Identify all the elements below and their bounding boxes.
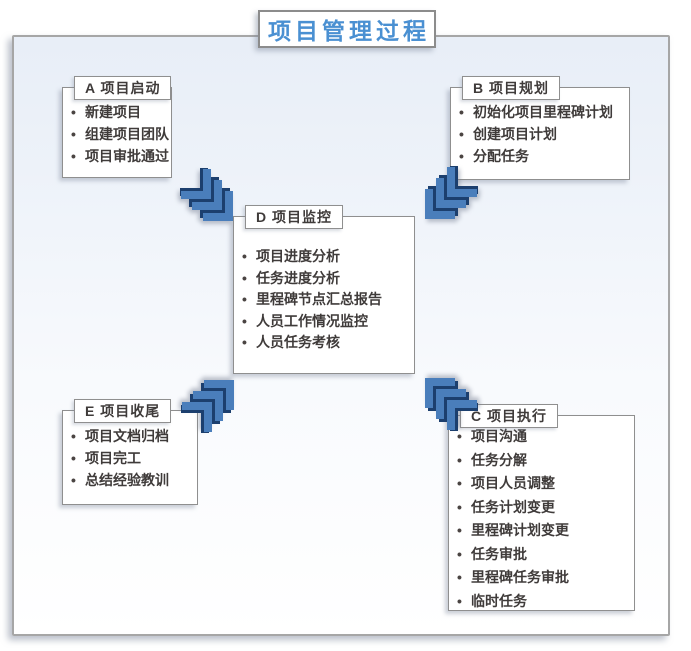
box-project-initiation: A 项目启动 新建项目组建项目团队项目审批通过 <box>62 76 172 178</box>
list-item: 任务审批 <box>457 543 630 567</box>
list-item: 分配任务 <box>459 145 625 167</box>
list-item: 组建项目团队 <box>71 123 169 145</box>
box-header-initiation: A 项目启动 <box>74 76 172 100</box>
chevron-arrow-a-to-d-icon <box>180 168 240 228</box>
list-item: 里程碑计划变更 <box>457 519 630 543</box>
list-item: 项目沟通 <box>457 425 630 449</box>
chevron-arrow-c-to-d-icon <box>418 371 478 431</box>
box-item-list-planning: 初始化项目里程碑计划创建项目计划分配任务 <box>451 88 629 167</box>
list-item: 项目人员调整 <box>457 472 630 496</box>
list-item: 临时任务 <box>457 590 630 614</box>
box-project-execution: C 项目执行 项目沟通任务分解项目人员调整任务计划变更里程碑计划变更任务审批里程… <box>448 404 635 613</box>
list-item: 任务分解 <box>457 449 630 473</box>
box-item-list-execution: 项目沟通任务分解项目人员调整任务计划变更里程碑计划变更任务审批里程碑任务审批临时… <box>449 416 634 613</box>
list-item: 初始化项目里程碑计划 <box>459 101 625 123</box>
chevron-arrow-b-to-d-icon <box>418 166 478 226</box>
box-item-list-initiation: 新建项目组建项目团队项目审批通过 <box>63 88 171 167</box>
list-item: 创建项目计划 <box>459 123 625 145</box>
box-project-closing: E 项目收尾 项目文档归档项目完工总结经验教训 <box>62 399 198 505</box>
list-item: 任务进度分析 <box>242 268 410 290</box>
list-item: 里程碑任务审批 <box>457 566 630 590</box>
box-header-planning: B 项目规划 <box>462 76 560 100</box>
list-item: 里程碑节点汇总报告 <box>242 289 410 311</box>
box-project-monitoring: D 项目监控 项目进度分析任务进度分析里程碑节点汇总报告人员工作情况监控人员任务… <box>233 205 415 374</box>
list-item: 任务计划变更 <box>457 496 630 520</box>
chevron-arrow-e-to-d-icon <box>181 373 241 433</box>
diagram-title: 项目管理过程 <box>268 18 430 44</box>
list-item: 项目文档归档 <box>71 425 193 447</box>
list-item: 项目完工 <box>71 447 193 469</box>
list-item: 人员任务考核 <box>242 332 410 354</box>
list-item: 项目审批通过 <box>71 145 169 167</box>
box-header-monitoring: D 项目监控 <box>245 205 343 229</box>
box-project-planning: B 项目规划 初始化项目里程碑计划创建项目计划分配任务 <box>450 76 630 180</box>
list-item: 人员工作情况监控 <box>242 311 410 333</box>
box-item-list-monitoring: 项目进度分析任务进度分析里程碑节点汇总报告人员工作情况监控人员任务考核 <box>234 217 414 354</box>
box-header-execution: C 项目执行 <box>460 404 558 428</box>
box-header-closing: E 项目收尾 <box>74 399 172 423</box>
box-item-list-closing: 项目文档归档项目完工总结经验教训 <box>63 411 197 491</box>
list-item: 新建项目 <box>71 101 167 123</box>
list-item: 项目进度分析 <box>242 246 410 268</box>
list-item: 总结经验教训 <box>71 469 193 491</box>
diagram-title-box: 项目管理过程 <box>258 10 436 48</box>
